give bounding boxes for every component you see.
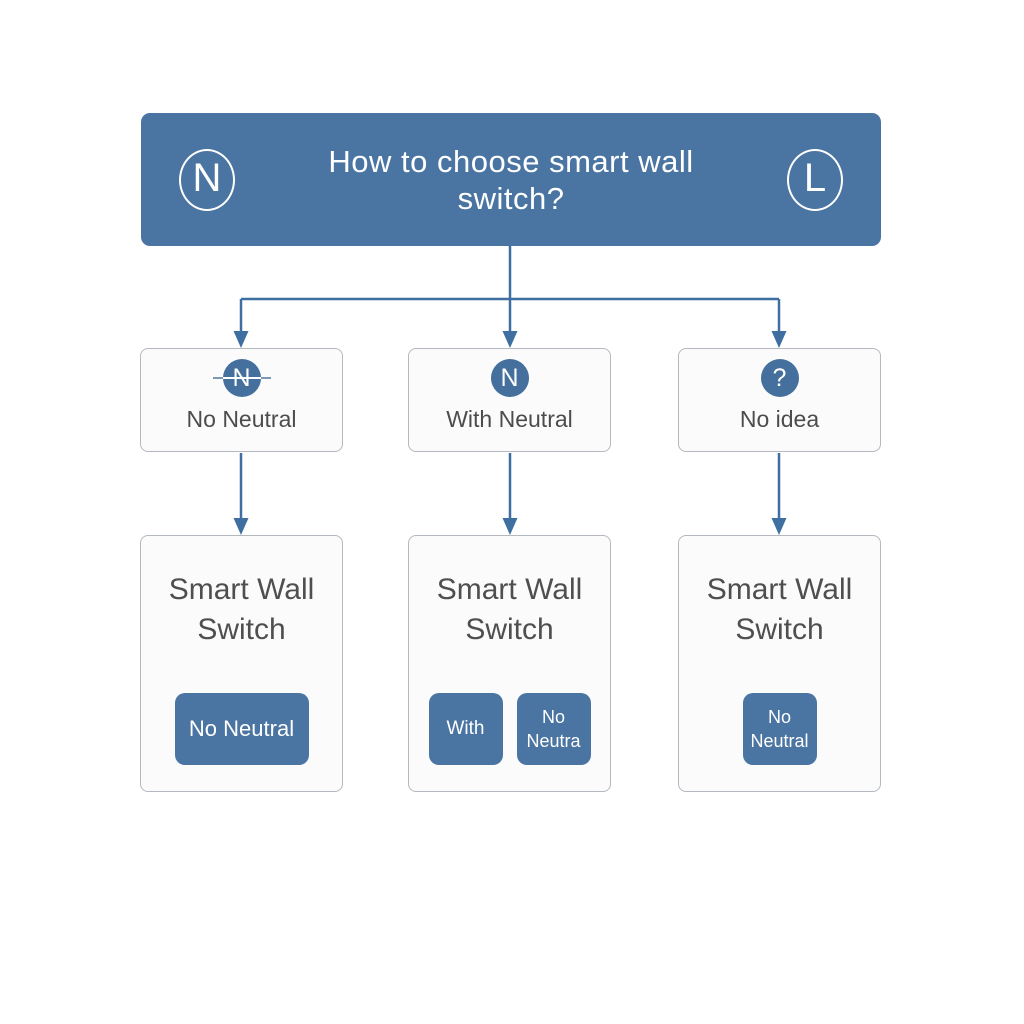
question-icon: ? — [751, 359, 809, 397]
switch-type-button-with: With — [428, 693, 503, 765]
with-neutral-icon: N — [481, 359, 539, 397]
page-title: How to choose smart wall switch? — [235, 143, 787, 217]
circle-letter: N — [490, 359, 529, 397]
branch-box-no-neutral: N No Neutral — [140, 348, 343, 452]
result-title: Smart Wall Switch — [706, 573, 853, 646]
no-neutral-icon: N — [212, 359, 271, 397]
header-banner: N How to choose smart wall switch? L — [141, 113, 881, 246]
connector-header-split — [239, 246, 781, 520]
switch-type-button-no-neutral: No Neutral — [742, 693, 817, 765]
button-row: No Neutral — [679, 693, 880, 765]
result-title: Smart Wall Switch — [436, 573, 583, 646]
live-wire-icon: L — [787, 148, 843, 211]
circle-letter: ? — [760, 359, 799, 397]
result-box-with-neutral: Smart Wall Switch With No Neutra — [408, 535, 611, 792]
branch-box-with-neutral: N With Neutral — [408, 348, 611, 452]
branch-box-no-idea: ? No idea — [678, 348, 881, 452]
arrowheads — [233, 331, 787, 535]
page-title-line1: How to choose smart wall — [328, 143, 694, 179]
neutral-wire-icon: N — [179, 148, 235, 211]
button-row: With No Neutra — [409, 693, 610, 765]
strike-line-inner — [222, 377, 261, 379]
button-row: No Neutral — [141, 693, 342, 765]
branch-label: With Neutral — [446, 406, 573, 432]
result-title: Smart Wall Switch — [168, 573, 315, 646]
result-box-no-idea: Smart Wall Switch No Neutral — [678, 535, 881, 792]
branch-label: No idea — [739, 406, 820, 432]
switch-type-button-no-neutral: No Neutral — [174, 693, 309, 765]
switch-type-button-no-neutra: No Neutra — [516, 693, 591, 765]
result-box-no-neutral: Smart Wall Switch No Neutral — [140, 535, 343, 792]
branch-label: No Neutral — [186, 406, 297, 432]
page-title-line2: switch? — [457, 180, 565, 216]
